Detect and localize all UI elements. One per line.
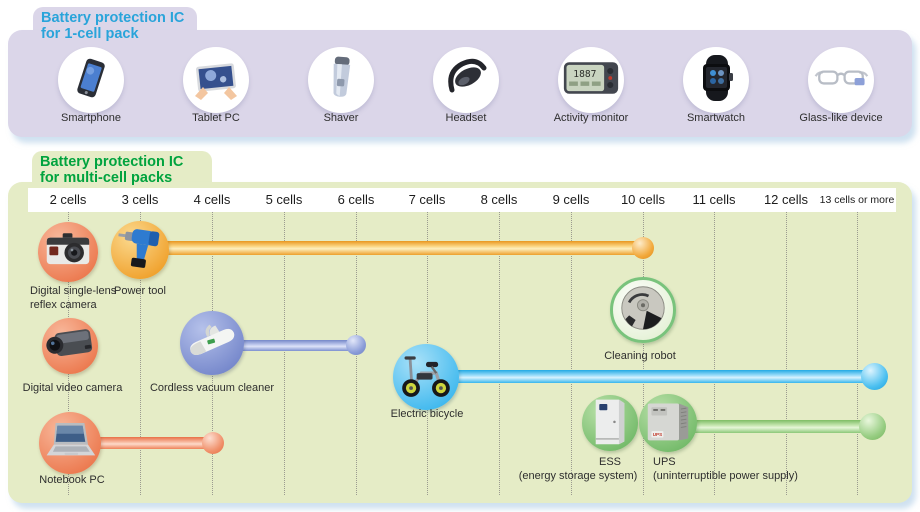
column-12-cells: 12 cells xyxy=(763,192,809,207)
item-bubble-ups: UPS xyxy=(639,394,697,452)
range-bar-end-bicycle xyxy=(861,363,888,390)
item-bubble-video-camera xyxy=(42,318,98,374)
activity-monitor-screen-text: 1887 xyxy=(573,69,596,80)
device-bubble-headset xyxy=(433,47,499,113)
range-bar-vacuum xyxy=(212,340,356,351)
range-bar-notebook xyxy=(70,437,213,449)
device-label-tablet: Tablet PC xyxy=(192,112,240,124)
activity-monitor-icon: 1887 xyxy=(563,60,619,101)
range-bar-end-notebook xyxy=(202,432,224,454)
range-bar-ess-ups xyxy=(668,420,873,433)
video-camera-icon xyxy=(45,324,95,369)
item-label-video-camera: Digital video camera xyxy=(22,382,123,394)
item-bubble-electric-bicycle xyxy=(393,344,459,410)
ups-device-text: UPS xyxy=(653,432,662,437)
vacuum-cleaner-icon xyxy=(184,318,240,369)
device-bubble-shaver xyxy=(308,47,374,113)
item-bubble-vacuum-cleaner xyxy=(180,311,244,375)
column-7-cells: 7 cells xyxy=(408,192,446,207)
gridline-5-cells xyxy=(284,212,285,495)
cleaning-robot-icon xyxy=(619,284,667,337)
device-label-smartwatch: Smartwatch xyxy=(686,112,746,124)
gridline-13-cells xyxy=(857,212,858,495)
device-bubble-glasses xyxy=(808,47,874,113)
device-label-glasses: Glass-like device xyxy=(799,112,883,124)
column-2-cells: 2 cells xyxy=(49,192,87,207)
power-tool-icon xyxy=(115,223,165,278)
dslr-camera-icon xyxy=(45,230,91,275)
cells-header-row xyxy=(28,188,896,212)
item-label-ess: ESS xyxy=(598,456,621,468)
device-label-smartphone: Smartphone xyxy=(61,112,121,124)
glass-like-device-icon xyxy=(812,63,870,98)
tablet-pc-icon xyxy=(192,54,240,107)
section2-title: Battery protection IC for multi-cell pac… xyxy=(40,154,184,186)
item-label-cleaning-robot: Cleaning robot xyxy=(604,350,676,362)
column-5-cells: 5 cells xyxy=(265,192,303,207)
item-bubble-cleaning-robot xyxy=(610,277,676,343)
range-bar-power-tool xyxy=(140,241,643,255)
item-bubble-ess xyxy=(582,395,638,451)
item-label-power-tool: Power tool xyxy=(114,285,166,297)
column-6-cells: 6 cells xyxy=(337,192,375,207)
gridline-12-cells xyxy=(786,212,787,495)
item-sublabel-ups: (uninterruptible power supply) xyxy=(653,470,798,482)
range-bar-end-vacuum xyxy=(346,335,366,355)
device-bubble-smartphone xyxy=(58,47,124,113)
smartwatch-icon xyxy=(692,54,740,107)
range-bar-bicycle xyxy=(426,370,875,383)
item-bubble-notebook-pc xyxy=(39,412,101,474)
section1-title: Battery protection IC for 1-cell pack xyxy=(41,10,185,42)
range-bar-end-power-tool xyxy=(632,237,654,259)
range-bar-end-ess-ups xyxy=(859,413,886,440)
item-label-electric-bicycle: Electric bicycle xyxy=(390,408,464,420)
electric-bicycle-icon xyxy=(398,350,454,405)
device-label-headset: Headset xyxy=(445,112,487,124)
ess-icon xyxy=(590,396,630,451)
device-bubble-tablet xyxy=(183,47,249,113)
item-label-vacuum-cleaner: Cordless vacuum cleaner xyxy=(149,382,275,394)
device-bubble-activity-monitor: 1887 xyxy=(558,47,624,113)
device-bubble-smartwatch xyxy=(683,47,749,113)
column-4-cells: 4 cells xyxy=(193,192,231,207)
device-label-activity-monitor: Activity monitor xyxy=(553,112,629,124)
item-sublabel-ess: (energy storage system) xyxy=(518,470,638,482)
gridline-8-cells xyxy=(499,212,500,495)
shaver-icon xyxy=(319,53,363,108)
device-label-shaver: Shaver xyxy=(323,112,359,124)
gridline-10-cells xyxy=(643,212,644,495)
column-9-cells: 9 cells xyxy=(552,192,590,207)
headset-icon xyxy=(442,54,490,107)
gridline-11-cells xyxy=(714,212,715,495)
column-3-cells: 3 cells xyxy=(121,192,159,207)
item-label-notebook-pc: Notebook PC xyxy=(39,474,105,486)
column-11-cells: 11 cells xyxy=(692,192,736,207)
column-10-cells: 10 cells xyxy=(620,192,666,207)
column-8-cells: 8 cells xyxy=(480,192,518,207)
notebook-pc-icon xyxy=(43,421,97,466)
column-13-cells-or-more: 13 cells or more xyxy=(819,194,895,206)
smartphone-icon xyxy=(68,55,114,106)
gridline-9-cells xyxy=(571,212,572,495)
item-label-dslr-camera: Digital single-lens reflex camera xyxy=(30,285,117,311)
item-bubble-dslr-camera xyxy=(38,222,98,282)
item-bubble-power-tool xyxy=(111,221,169,279)
gridline-3-cells xyxy=(140,212,141,495)
item-label-ups: UPS xyxy=(653,456,676,468)
ups-icon: UPS xyxy=(644,398,692,449)
